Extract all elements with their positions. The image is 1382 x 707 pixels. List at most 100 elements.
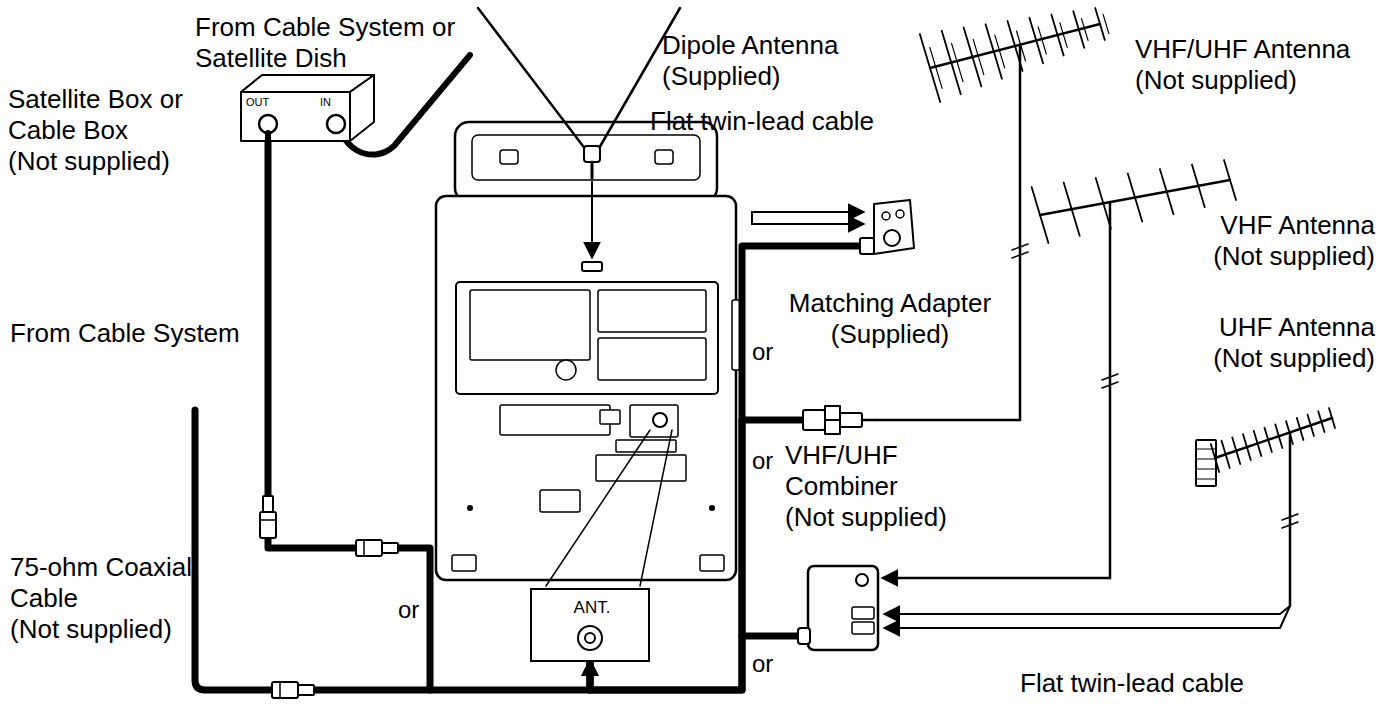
vhf-uhf-antenna xyxy=(1051,15,1063,56)
vhf-antenna xyxy=(1109,202,1112,578)
text-line: (Supplied) xyxy=(770,319,1010,350)
uhf-antenna xyxy=(886,613,1000,615)
vhf-uhf-antenna xyxy=(1095,8,1105,40)
or-label: or xyxy=(752,650,773,679)
tv-rear xyxy=(436,122,740,580)
uhf-antenna xyxy=(1265,428,1272,452)
input-cable xyxy=(336,55,470,155)
uhf-antenna xyxy=(1289,432,1292,606)
inset-leader xyxy=(546,430,672,586)
text-line: (Not supplied) xyxy=(10,614,195,645)
twin-lead-cable xyxy=(752,211,862,213)
text-line: (Not supplied) xyxy=(1135,65,1375,96)
coax-plug xyxy=(356,540,382,556)
part-label: VHF Antenna (Not supplied) xyxy=(1185,210,1375,272)
vhf-antenna xyxy=(1192,165,1205,208)
tv-rear xyxy=(467,505,473,511)
satellite-box-drawing xyxy=(265,133,271,142)
part-label: Dipole Antenna (Supplied) xyxy=(662,30,862,92)
text-line: (Not supplied) xyxy=(785,502,950,533)
uhf-antenna xyxy=(1254,431,1262,456)
combiner-drawing xyxy=(803,410,825,430)
antenna-input-inset: ANT. xyxy=(530,588,650,662)
inset-leader xyxy=(640,430,672,586)
port-label: IN xyxy=(320,96,331,109)
tv-rear xyxy=(655,150,673,164)
uhf-antenna xyxy=(1318,411,1324,432)
uhf-antenna xyxy=(1196,449,1216,450)
part-label: Matching Adapter (Supplied) xyxy=(770,288,1010,350)
jack-drawing xyxy=(585,633,595,643)
vhf-antenna xyxy=(1096,178,1111,229)
jack-drawing xyxy=(578,626,602,650)
matching-adapter-drawing xyxy=(896,210,904,218)
source-label: From Cable System or Satellite Dish xyxy=(195,12,477,74)
tv-rear xyxy=(556,360,576,380)
twin-lead-cable xyxy=(751,212,753,224)
dipole-antenna xyxy=(478,8,586,150)
tv-rear xyxy=(596,455,686,481)
vhf-uhf-antenna xyxy=(1012,244,1028,258)
vhf-antenna xyxy=(884,577,1110,580)
port-label: OUT xyxy=(246,96,269,109)
cable-label: Flat twin-lead cable xyxy=(1020,668,1244,699)
matching-adapter-drawing xyxy=(770,243,864,250)
combiner-drawing xyxy=(785,398,877,442)
antenna-mixer xyxy=(808,566,878,650)
box-heading: Satellite Box or Cable Box (Not supplied… xyxy=(8,84,236,178)
matching-adapter-drawing xyxy=(882,212,890,220)
antenna-mixer xyxy=(742,566,878,650)
tv-rear xyxy=(452,555,476,571)
tv-rear xyxy=(500,150,518,164)
vhf-uhf-antenna xyxy=(1060,23,1067,48)
uhf-antenna xyxy=(1282,514,1298,528)
uhf-antenna xyxy=(1297,418,1304,440)
vhf-uhf-antenna xyxy=(973,39,984,74)
vhf-uhf-antenna xyxy=(877,419,1020,422)
combiner-drawing xyxy=(825,406,840,434)
text-line: (Supplied) xyxy=(662,61,862,92)
vhf-uhf-antenna xyxy=(1029,18,1043,64)
tv-rear xyxy=(598,338,706,380)
vhf-uhf-combiner: VHF/UHF Combiner (Not supplied) xyxy=(785,398,965,538)
tv-rear xyxy=(540,490,580,512)
uhf-antenna xyxy=(1275,424,1282,448)
input-cable xyxy=(336,55,470,155)
vhf-uhf-antenna xyxy=(930,48,942,89)
or-label: or xyxy=(752,338,773,367)
tv-rear xyxy=(600,410,620,424)
part-label: UHF Antenna (Not supplied) xyxy=(1180,312,1375,374)
vhf-antenna xyxy=(1224,160,1236,200)
vhf-antenna xyxy=(1064,183,1080,236)
cable-label: 75-ohm Coaxial Cable (Not supplied) xyxy=(10,552,195,646)
part-label: VHF/UHF Antenna (Not supplied) xyxy=(1135,34,1375,96)
coax-plug xyxy=(263,496,273,512)
coax-plug xyxy=(363,540,365,556)
tv-rear xyxy=(436,196,736,580)
cable-label: Flat twin-lead cable xyxy=(650,106,874,137)
twin-lead-cable xyxy=(752,223,862,225)
coax-plug xyxy=(298,685,314,695)
uhf-antenna xyxy=(1222,441,1230,468)
dipole-antenna xyxy=(478,8,680,256)
antenna-mixer xyxy=(856,574,868,586)
text-line: (Not supplied) xyxy=(8,146,236,177)
vhf-uhf-antenna xyxy=(1073,11,1084,48)
source-label: From Cable System xyxy=(10,318,240,349)
coax-plug xyxy=(260,519,276,521)
uhf-antenna xyxy=(886,627,1000,629)
vhf-uhf-antenna xyxy=(1081,19,1088,41)
antenna-mixer xyxy=(742,633,800,640)
tv-rear xyxy=(500,405,610,435)
antenna-mixer xyxy=(852,607,874,619)
uhf-antenna xyxy=(890,606,1290,628)
tv-rear xyxy=(709,505,715,511)
uhf-antenna xyxy=(1243,434,1251,460)
coax-plug xyxy=(260,496,398,698)
tv-rear xyxy=(472,135,700,180)
vhf-antenna xyxy=(1160,169,1174,214)
vhf-uhf-antenna xyxy=(1019,45,1022,420)
vhf-antenna xyxy=(1032,187,1049,243)
